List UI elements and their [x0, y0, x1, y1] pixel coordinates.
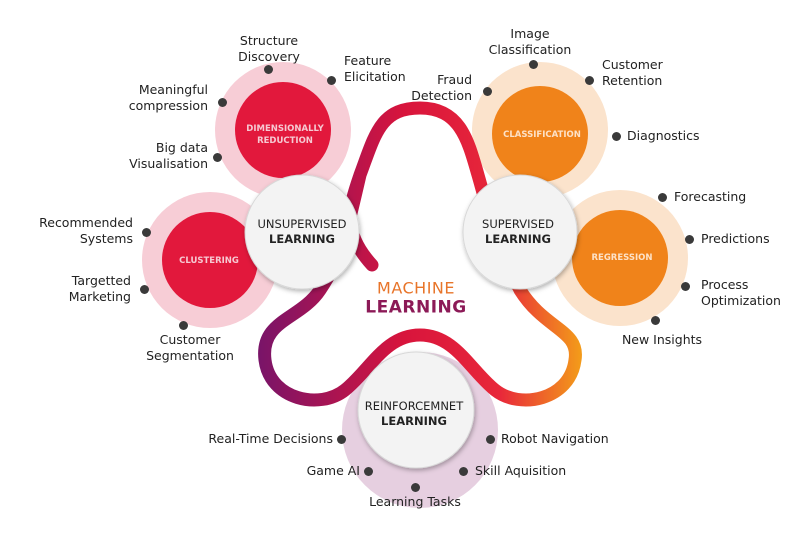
bullet-dot	[263, 64, 273, 74]
item-customer-segmentation: Customer Segmentation	[140, 332, 240, 364]
title-line1: MACHINE	[377, 278, 455, 298]
clustering-circle	[162, 212, 258, 308]
item-skill-aquisition: Skill Aquisition	[475, 463, 567, 478]
dimensionality-reduction-label: DIMENSIONALLY REDUCTION	[246, 123, 323, 147]
item-line1: Customer	[602, 57, 663, 72]
reinforcement-learning-label: REINFORCEMNET LEARNING	[365, 399, 463, 429]
reinforcement-line1: REINFORCEMNET	[364, 399, 464, 413]
item-big-data-visualisation: Big data Visualisation	[110, 140, 208, 172]
bullet-dot	[611, 131, 621, 141]
item-line1: Targetted	[71, 273, 131, 288]
bullet-dot	[410, 482, 420, 492]
supervised-learning-label: SUPERVISED LEARNING	[482, 217, 554, 247]
bullet-dot	[212, 152, 222, 162]
unsupervised-hub	[244, 174, 360, 290]
bullet-dot	[485, 434, 495, 444]
item-line1: Recommended	[39, 215, 133, 230]
unsupervised-line1: UNSUPERVISED	[257, 217, 347, 231]
dimred-circle	[235, 82, 331, 178]
ml-ribbon	[258, 101, 582, 407]
item-real-time-decisions: Real-Time Decisions	[208, 431, 333, 446]
item-line1: Meaningful	[138, 82, 208, 97]
item-learning-tasks: Learning Tasks	[369, 494, 461, 509]
item-meaningful-compression: Meaningful compression	[110, 82, 208, 114]
item-line2: Discovery	[238, 49, 300, 64]
item-targetted-marketing: Targetted Marketing	[30, 273, 131, 305]
dimred-line1: DIMENSIONALLY	[246, 124, 324, 134]
item-diagnostics: Diagnostics	[627, 128, 700, 143]
bullet-dot	[141, 227, 151, 237]
bullet-dot	[650, 315, 660, 325]
item-line2: Systems	[79, 231, 133, 246]
item-line1: Feature	[344, 53, 392, 68]
bullet-dot	[458, 466, 468, 476]
bullet-dot	[363, 466, 373, 476]
item-recommended-systems: Recommended Systems	[30, 215, 133, 247]
item-line1: Customer	[159, 332, 221, 347]
item-process-optimization: Process Optimization	[701, 277, 781, 309]
item-line2: Detection	[411, 88, 472, 103]
reinforcement-line2: LEARNING	[381, 414, 447, 428]
item-line1: Process	[701, 277, 749, 292]
bullet-dot	[336, 434, 346, 444]
bullet-dot	[482, 86, 492, 96]
item-game-ai: Game AI	[306, 463, 360, 478]
item-new-insights: New Insights	[621, 332, 703, 347]
item-line1: Fraud	[437, 72, 472, 87]
item-line2: Segmentation	[146, 348, 234, 363]
supervised-hub	[462, 174, 578, 290]
bullet-dot	[326, 75, 336, 85]
clustering-label: CLUSTERING	[179, 256, 239, 266]
bullet-dot	[680, 281, 690, 291]
reinforcement-hub	[357, 351, 475, 469]
item-robot-navigation: Robot Navigation	[501, 431, 609, 446]
item-line2: Visualisation	[129, 156, 208, 171]
bullet-dot	[657, 192, 667, 202]
title-line2: LEARNING	[365, 297, 467, 318]
item-line2: Retention	[602, 73, 663, 88]
classification-label: CLASSIFICATION	[503, 130, 581, 140]
item-line2: Classification	[488, 42, 572, 57]
item-fraud-detection: Fraud Detection	[400, 72, 472, 104]
item-image-classification: Image Classification	[475, 26, 585, 58]
bullet-dot	[684, 234, 694, 244]
item-line2: Elicitation	[344, 69, 406, 84]
item-structure-discovery: Structure Discovery	[234, 33, 304, 65]
item-line1: Big data	[155, 140, 208, 155]
regression-circle	[572, 210, 668, 306]
regression-label: REGRESSION	[591, 253, 653, 263]
dimred-line2: REDUCTION	[257, 136, 313, 146]
classification-circle	[492, 86, 588, 182]
machine-learning-title: MACHINE LEARNING	[365, 279, 466, 318]
item-line2: Marketing	[68, 289, 131, 304]
bullet-dot	[217, 97, 227, 107]
bullet-dot	[178, 320, 188, 330]
unsupervised-line2: LEARNING	[269, 232, 335, 246]
item-predictions: Predictions	[701, 231, 770, 246]
item-line1: Image	[510, 26, 550, 41]
item-forecasting: Forecasting	[674, 189, 747, 204]
item-line2: compression	[128, 98, 208, 113]
item-customer-retention: Customer Retention	[602, 57, 663, 89]
item-line2: Optimization	[701, 293, 781, 308]
bullet-dot	[584, 75, 594, 85]
supervised-line2: LEARNING	[485, 232, 551, 246]
supervised-line1: SUPERVISED	[482, 217, 554, 231]
unsupervised-learning-label: UNSUPERVISED LEARNING	[258, 217, 347, 247]
bullet-dot	[528, 59, 538, 69]
item-line1: Structure	[239, 33, 299, 48]
item-feature-elicitation: Feature Elicitation	[344, 53, 406, 85]
bullet-dot	[139, 284, 149, 294]
